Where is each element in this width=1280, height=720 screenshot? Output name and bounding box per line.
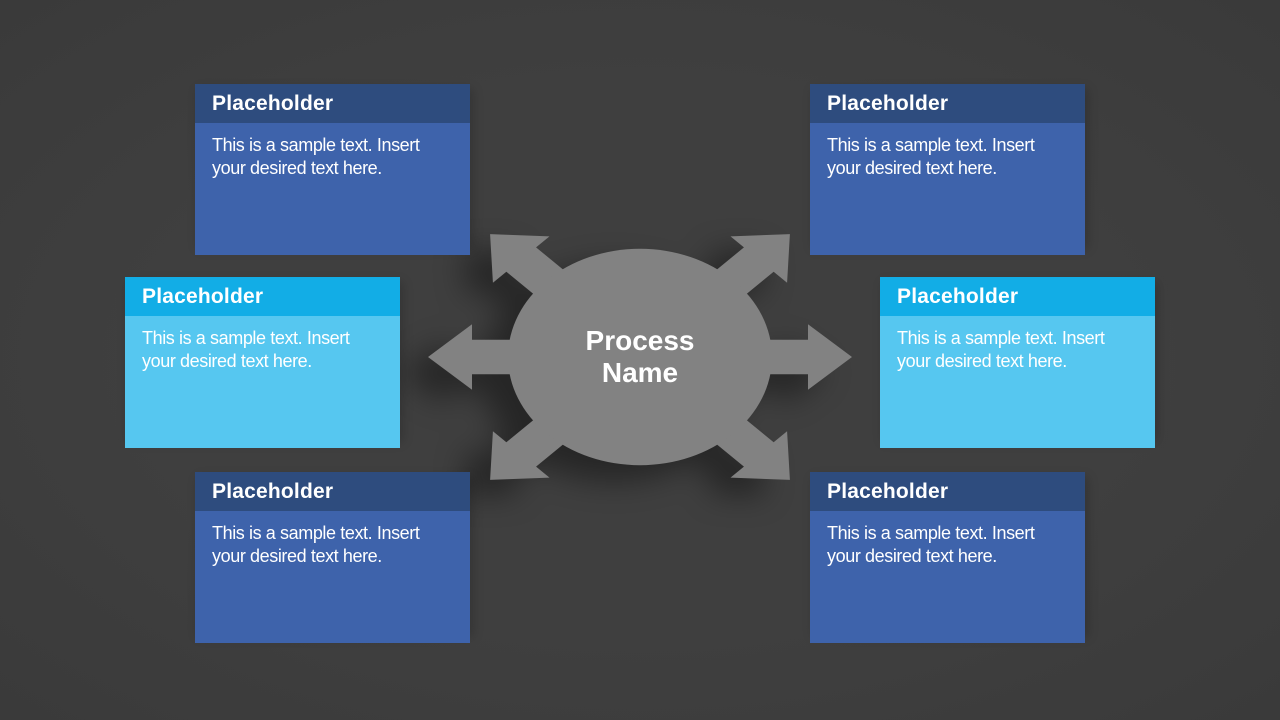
card-title: Placeholder (195, 84, 470, 123)
card-title: Placeholder (810, 472, 1085, 511)
card-body-text: This is a sample text. Insert your desir… (810, 511, 1085, 643)
card-title: Placeholder (810, 84, 1085, 123)
placeholder-card-middle-left: Placeholder This is a sample text. Inser… (125, 277, 400, 448)
card-title: Placeholder (125, 277, 400, 316)
hub-ellipse (508, 248, 772, 466)
card-body-text: This is a sample text. Insert your desir… (195, 511, 470, 643)
placeholder-card-top-left: Placeholder This is a sample text. Inser… (195, 84, 470, 255)
placeholder-card-bottom-left: Placeholder This is a sample text. Inser… (195, 472, 470, 643)
card-body-text: This is a sample text. Insert your desir… (810, 123, 1085, 255)
placeholder-card-top-right: Placeholder This is a sample text. Inser… (810, 84, 1085, 255)
placeholder-card-bottom-right: Placeholder This is a sample text. Inser… (810, 472, 1085, 643)
process-hub-shape (428, 234, 852, 480)
card-body-text: This is a sample text. Insert your desir… (125, 316, 400, 448)
card-body-text: This is a sample text. Insert your desir… (195, 123, 470, 255)
card-title: Placeholder (880, 277, 1155, 316)
card-body-text: This is a sample text. Insert your desir… (880, 316, 1155, 448)
card-title: Placeholder (195, 472, 470, 511)
placeholder-card-middle-right: Placeholder This is a sample text. Inser… (880, 277, 1155, 448)
process-name-label: Process Name (585, 325, 695, 388)
